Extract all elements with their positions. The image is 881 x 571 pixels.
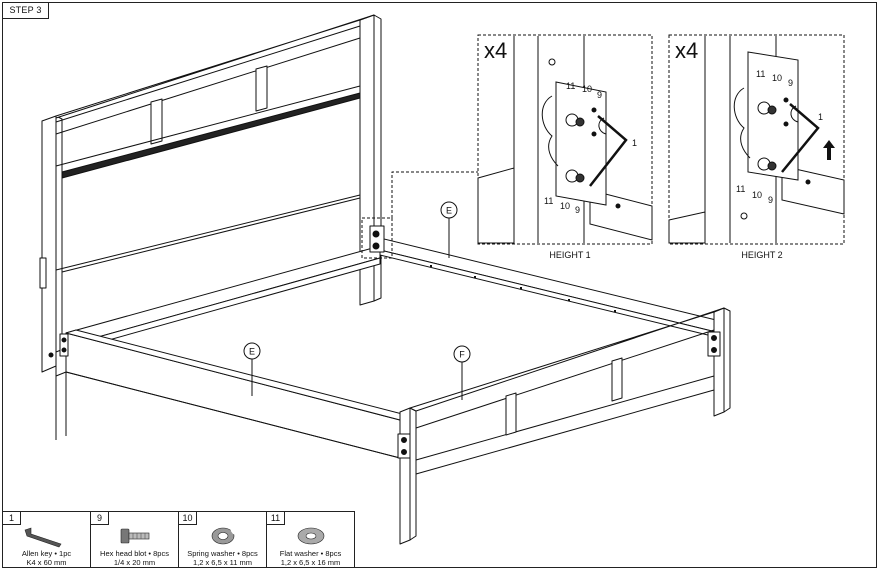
svg-text:E: E [249, 347, 255, 357]
allen-key-icon [24, 527, 62, 548]
svg-text:11: 11 [756, 69, 765, 79]
svg-text:11: 11 [544, 196, 553, 206]
part-size: K4 x 60 mm [26, 558, 67, 567]
svg-text:10: 10 [752, 190, 762, 200]
bracket-back-right [707, 331, 721, 357]
callout-rail-back: E [440, 201, 458, 219]
part-number: 11 [267, 512, 285, 525]
bracket-front-right [397, 433, 411, 459]
svg-text:10: 10 [772, 73, 782, 83]
svg-text:1: 1 [632, 138, 637, 148]
svg-text:11: 11 [566, 81, 575, 91]
focus-box [361, 217, 393, 259]
callout-rail-side: E [243, 342, 261, 360]
part-name: Spring washer • 8pcs [187, 549, 258, 558]
svg-text:11: 11 [736, 184, 745, 194]
caption-height-2: HEIGHT 2 [741, 250, 782, 260]
svg-text:10: 10 [582, 84, 592, 94]
svg-text:E: E [446, 206, 452, 216]
part-name: Allen key • 1pc [21, 549, 72, 558]
svg-text:9: 9 [788, 78, 793, 88]
svg-text:F: F [459, 350, 465, 360]
svg-text:9: 9 [597, 90, 602, 100]
side-rail-back [379, 237, 717, 338]
front-rail [65, 329, 411, 459]
spring-washer-icon [211, 527, 235, 545]
part-number: 10 [179, 512, 197, 525]
caption-height-1: HEIGHT 1 [549, 250, 590, 260]
part-name: Hex head blot • 8pcs [100, 549, 169, 558]
svg-text:x4: x4 [675, 38, 698, 63]
part-number: 1 [3, 512, 21, 525]
footboard [399, 307, 731, 545]
callout-footboard: F [453, 345, 471, 363]
part-hex-bolt: 9 Hex head blot • 8pcs 1/4 x 20 mm [91, 511, 179, 568]
svg-text:9: 9 [768, 195, 773, 205]
part-size: 1/4 x 20 mm [113, 558, 156, 567]
step-label: STEP 3 [3, 3, 49, 19]
svg-text:10: 10 [560, 201, 570, 211]
headboard [39, 14, 382, 373]
svg-text:1: 1 [818, 112, 823, 122]
hex-bolt-icon [120, 528, 150, 544]
side-rail-left [65, 245, 381, 353]
parts-legend: 1 Allen key • 1pc K4 x 60 mm 9 Hex head … [3, 511, 355, 568]
part-spring-washer: 10 Spring washer • 8pcs 1,2 x 6,5 x 11 m… [179, 511, 267, 568]
part-allen-key: 1 Allen key • 1pc K4 x 60 mm [3, 511, 91, 568]
part-size: 1,2 x 6,5 x 11 mm [192, 558, 253, 567]
flat-washer-icon [297, 527, 325, 545]
detail-height-2: x4 11 10 9 11 10 9 1 [668, 34, 845, 245]
svg-text:x4: x4 [484, 38, 507, 63]
bracket-left [48, 333, 69, 358]
part-number: 9 [91, 512, 109, 525]
part-name: Flat washer • 8pcs [279, 549, 342, 558]
svg-text:9: 9 [575, 205, 580, 215]
part-flat-washer: 11 Flat washer • 8pcs 1,2 x 6,5 x 16 mm [267, 511, 355, 568]
detail-height-1: x4 11 10 9 11 [477, 34, 653, 245]
bracket-headboard [369, 225, 385, 253]
part-size: 1,2 x 6,5 x 16 mm [280, 558, 341, 567]
